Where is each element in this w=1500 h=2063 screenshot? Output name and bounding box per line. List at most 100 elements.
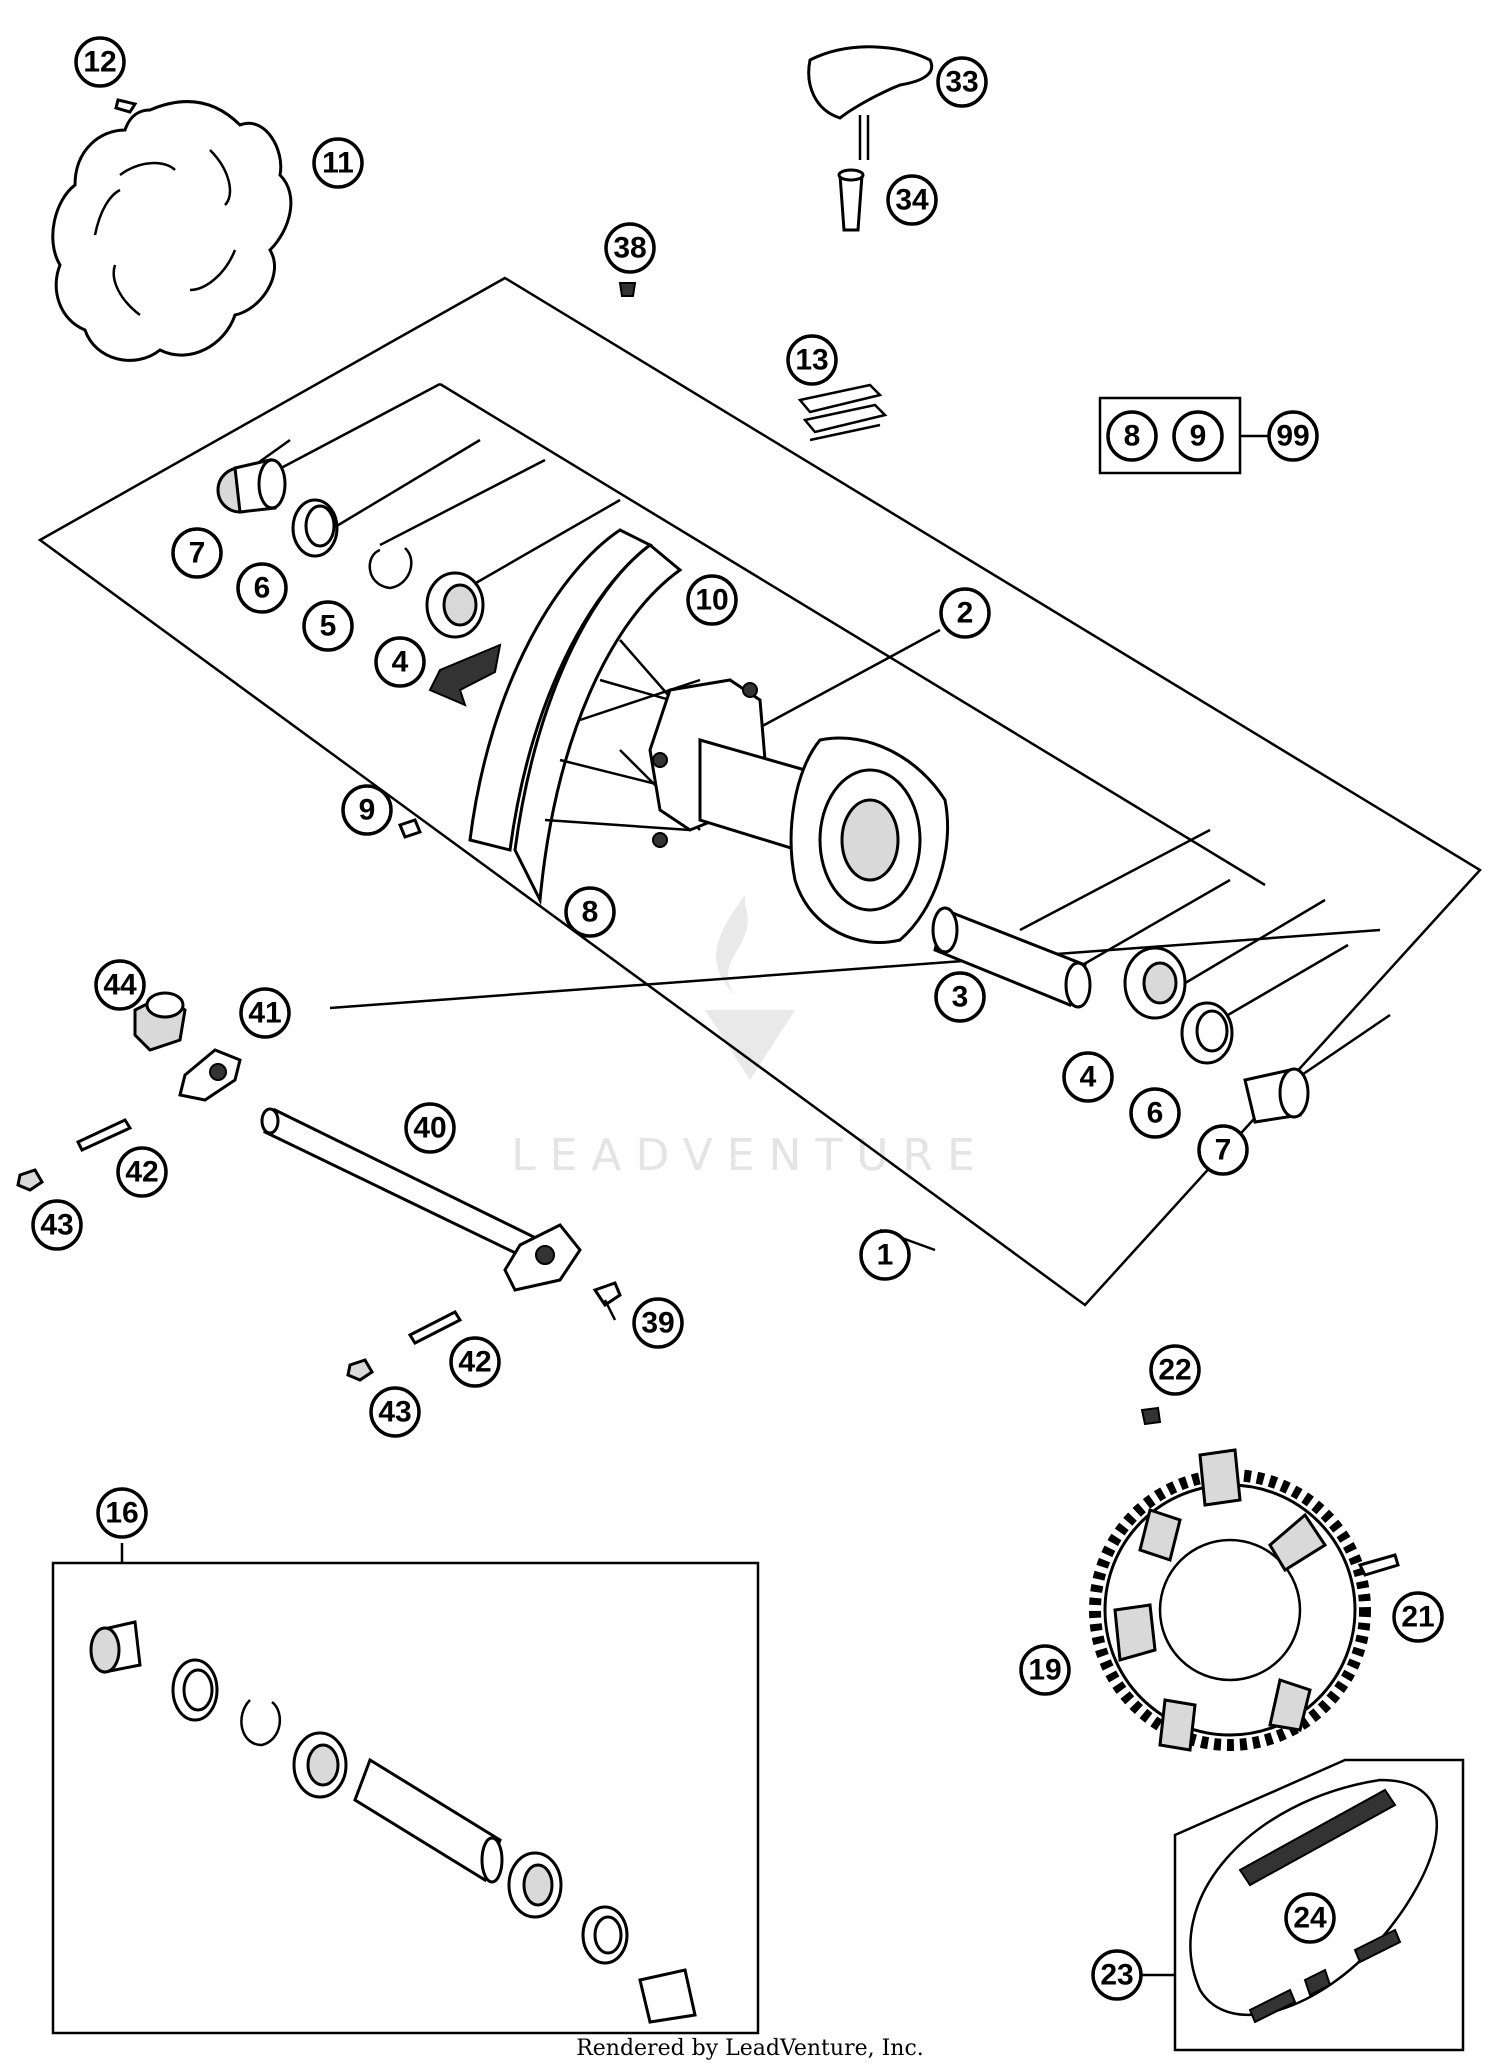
svg-text:39: 39 [641, 1307, 674, 1340]
spacer-left [216, 458, 287, 514]
callout-38: 38 [604, 222, 656, 274]
callout-6-left: 6 [236, 562, 288, 614]
svg-text:22: 22 [1158, 1354, 1191, 1387]
chain-adjuster-right [503, 1223, 582, 1292]
svg-text:7: 7 [1215, 1134, 1232, 1167]
callout-9-kit: 9 [1172, 410, 1224, 462]
callout-7-right: 7 [1197, 1124, 1249, 1176]
seal-left [291, 498, 339, 558]
screw-39 [592, 1281, 622, 1321]
chain-box [1173, 1758, 1465, 2052]
valve-nut [618, 282, 637, 297]
svg-text:4: 4 [1080, 1061, 1097, 1094]
callout-43-right: 43 [369, 1386, 421, 1438]
svg-text:42: 42 [458, 1346, 491, 1379]
svg-text:34: 34 [895, 184, 929, 217]
svg-text:44: 44 [103, 969, 137, 1002]
callout-12: 12 [74, 36, 126, 88]
callout-13: 13 [786, 334, 838, 386]
watermark-text: LEADVENTURE [511, 1130, 989, 1181]
svg-text:42: 42 [125, 1156, 158, 1189]
chain-adjuster-left [178, 1048, 242, 1102]
disc-bolt [114, 98, 138, 114]
bearing-kit-box [51, 1543, 760, 2035]
spoke-nipple [397, 818, 423, 839]
spacer-right [1243, 1067, 1310, 1124]
svg-text:10: 10 [695, 584, 728, 617]
callout-4-left: 4 [374, 636, 426, 688]
callout-21: 21 [1392, 1591, 1444, 1643]
spoke-set [797, 383, 888, 442]
wheel-assembly-outline [37, 276, 1482, 1307]
axle-nut [133, 991, 187, 1052]
callout-44: 44 [94, 959, 146, 1011]
callout-42-right: 42 [449, 1336, 501, 1388]
circlip [368, 547, 413, 590]
seal-right [1180, 1001, 1234, 1065]
sprocket-nut [1140, 1406, 1162, 1426]
callouts: 12 11 33 34 38 13 8 9 99 7 6 5 4 10 2 9 … [31, 36, 1444, 2001]
credit-text: Rendered by LeadVenture, Inc. [576, 2036, 924, 2061]
hub [648, 678, 950, 944]
svg-text:9: 9 [359, 794, 376, 827]
svg-text:43: 43 [40, 1209, 73, 1242]
callout-43-left: 43 [31, 1199, 83, 1251]
adjuster-screw-left [75, 1118, 133, 1152]
callout-9: 9 [341, 784, 393, 836]
callout-39: 39 [632, 1297, 684, 1349]
svg-text:13: 13 [795, 344, 828, 377]
leadventure-logo-watermark [705, 895, 795, 1080]
callout-42-left: 42 [116, 1146, 168, 1198]
svg-text:4: 4 [392, 646, 409, 679]
callout-23: 23 [1091, 1949, 1175, 2001]
callout-8: 8 [564, 886, 616, 938]
callout-41: 41 [239, 987, 291, 1039]
svg-text:6: 6 [1147, 1097, 1164, 1130]
callout-4-right: 4 [1062, 1051, 1114, 1103]
callout-3: 3 [934, 971, 986, 1023]
callout-19: 19 [1019, 1644, 1071, 1696]
svg-text:16: 16 [105, 1497, 138, 1530]
svg-text:99: 99 [1276, 420, 1309, 453]
svg-text:2: 2 [957, 597, 974, 630]
callout-33: 33 [936, 56, 988, 108]
valve-cap-part [807, 45, 934, 160]
callout-5: 5 [302, 600, 354, 652]
svg-text:8: 8 [582, 896, 599, 929]
svg-text:11: 11 [322, 147, 354, 180]
brake-disc [51, 100, 293, 362]
svg-text:8: 8 [1124, 420, 1141, 453]
sprocket-bolt [1357, 1553, 1400, 1577]
rear-sprocket [1089, 1448, 1371, 1752]
callout-99: 99 [1240, 410, 1319, 462]
svg-text:7: 7 [189, 537, 206, 570]
svg-text:6: 6 [254, 572, 271, 605]
svg-text:43: 43 [378, 1396, 411, 1429]
svg-text:5: 5 [320, 610, 337, 643]
svg-text:3: 3 [952, 981, 969, 1014]
svg-text:1: 1 [877, 1239, 894, 1272]
svg-text:9: 9 [1190, 420, 1207, 453]
callout-2: 2 [939, 587, 991, 639]
svg-text:19: 19 [1028, 1654, 1061, 1687]
svg-text:41: 41 [248, 997, 281, 1030]
svg-text:33: 33 [945, 66, 978, 99]
svg-text:23: 23 [1100, 1959, 1133, 1992]
callout-6-right: 6 [1129, 1087, 1181, 1139]
valve-part [837, 168, 865, 232]
spacer-sleeve [931, 906, 1092, 1009]
callout-34: 34 [886, 174, 938, 226]
callout-7-left: 7 [171, 527, 223, 579]
svg-text:12: 12 [83, 46, 116, 79]
callout-40: 40 [404, 1102, 456, 1154]
svg-text:40: 40 [413, 1112, 446, 1145]
adjuster-nut-left [16, 1168, 45, 1192]
bearing-right [1123, 946, 1187, 1020]
callout-16: 16 [96, 1487, 148, 1539]
bearing-left [425, 571, 485, 639]
rim [428, 528, 683, 906]
callout-11: 11 [312, 137, 364, 189]
svg-text:38: 38 [613, 232, 646, 265]
svg-text:24: 24 [1293, 1902, 1327, 1935]
